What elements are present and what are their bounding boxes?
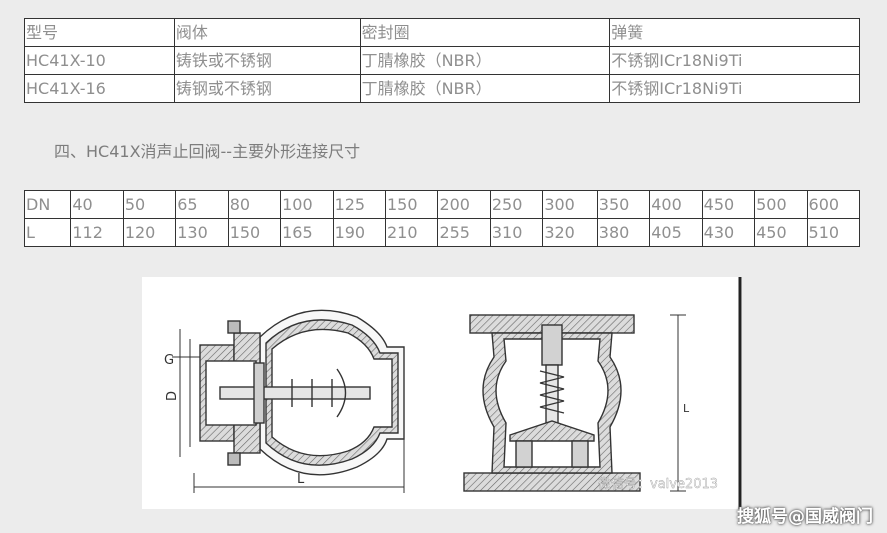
footer-watermark: 搜狐号@国威阀门: [737, 507, 873, 527]
table-cell: 120: [122, 218, 177, 247]
table-cell: 450: [701, 190, 756, 219]
table-cell: 112: [70, 218, 124, 247]
table-cell: 350: [596, 190, 651, 219]
table-cell: 310: [489, 218, 544, 247]
table-cell: 405: [649, 218, 703, 247]
table-cell: 65: [175, 190, 229, 219]
table-cell: 250: [489, 190, 544, 219]
table-row-l: L 112 120 130 150 165 190 210 255 310 32…: [23, 218, 861, 247]
table-cell: 430: [701, 218, 756, 247]
table-row: HC41X-10 铸铁或不锈钢 丁腈橡胶（NBR） 不锈钢ICr18Ni9Ti: [24, 46, 860, 75]
table-cell: 210: [384, 218, 439, 247]
dimension-label-l-right: L: [683, 402, 690, 415]
table-cell: 510: [806, 218, 861, 247]
table-cell: DN: [23, 190, 72, 219]
table-header-cell: 阀体: [173, 18, 361, 47]
table-cell: 500: [754, 190, 808, 219]
table-cell: 150: [227, 218, 282, 247]
dimension-table: DN 40 50 65 80 100 125 150 200 250 300 3…: [23, 190, 861, 247]
valve-technical-drawing: G D L L 微信号：valve201: [164, 277, 742, 509]
table-cell: 255: [437, 218, 491, 247]
table-cell: 130: [175, 218, 229, 247]
table-cell: 丁腈橡胶（NBR）: [359, 46, 611, 75]
table-cell: 300: [542, 190, 598, 219]
table-row: HC41X-16 铸钢或不锈钢 丁腈橡胶（NBR） 不锈钢ICr18Ni9Ti: [24, 74, 860, 103]
spec-table: 型号 阀体 密封圈 弹簧 HC41X-10 铸铁或不锈钢 丁腈橡胶（NBR） 不…: [24, 18, 860, 103]
inner-watermark: 微信号：valve2013: [598, 477, 718, 492]
valve-front-section: [463, 314, 686, 492]
table-cell: 40: [70, 190, 124, 219]
table-cell: 不锈钢ICr18Ni9Ti: [609, 46, 860, 75]
table-header-cell: 密封圈: [359, 18, 611, 47]
table-cell: 不锈钢ICr18Ni9Ti: [609, 74, 860, 103]
table-row: 型号 阀体 密封圈 弹簧: [24, 18, 860, 47]
table-cell: 450: [754, 218, 808, 247]
table-cell: 190: [332, 218, 387, 247]
table-cell: 150: [384, 190, 439, 219]
table-cell: 400: [649, 190, 703, 219]
table-cell: 100: [280, 190, 334, 219]
table-cell: 200: [437, 190, 491, 219]
table-row-dn: DN 40 50 65 80 100 125 150 200 250 300 3…: [23, 190, 861, 219]
valve-side-section: [172, 309, 405, 493]
table-cell: 320: [542, 218, 598, 247]
dimension-label-l-left: L: [297, 472, 305, 487]
table-header-cell: 型号: [24, 18, 175, 47]
table-cell: 380: [596, 218, 651, 247]
dimension-label-d: D: [165, 391, 180, 401]
table-cell: 50: [122, 190, 177, 219]
table-cell: 丁腈橡胶（NBR）: [359, 74, 611, 103]
dimension-label-g: G: [164, 353, 174, 368]
table-cell: L: [23, 218, 72, 247]
table-cell: 165: [280, 218, 334, 247]
table-header-cell: 弹簧: [609, 18, 860, 47]
table-cell: HC41X-16: [24, 74, 175, 103]
table-cell: 铸钢或不锈钢: [173, 74, 361, 103]
valve-drawing-panel: G D L L 微信号：valve201: [142, 277, 742, 509]
section-heading: 四、HC41X消声止回阀--主要外形连接尺寸: [54, 142, 361, 161]
table-cell: 125: [332, 190, 387, 219]
table-cell: HC41X-10: [24, 46, 175, 75]
table-cell: 600: [806, 190, 861, 219]
table-cell: 80: [227, 190, 282, 219]
table-cell: 铸铁或不锈钢: [173, 46, 361, 75]
